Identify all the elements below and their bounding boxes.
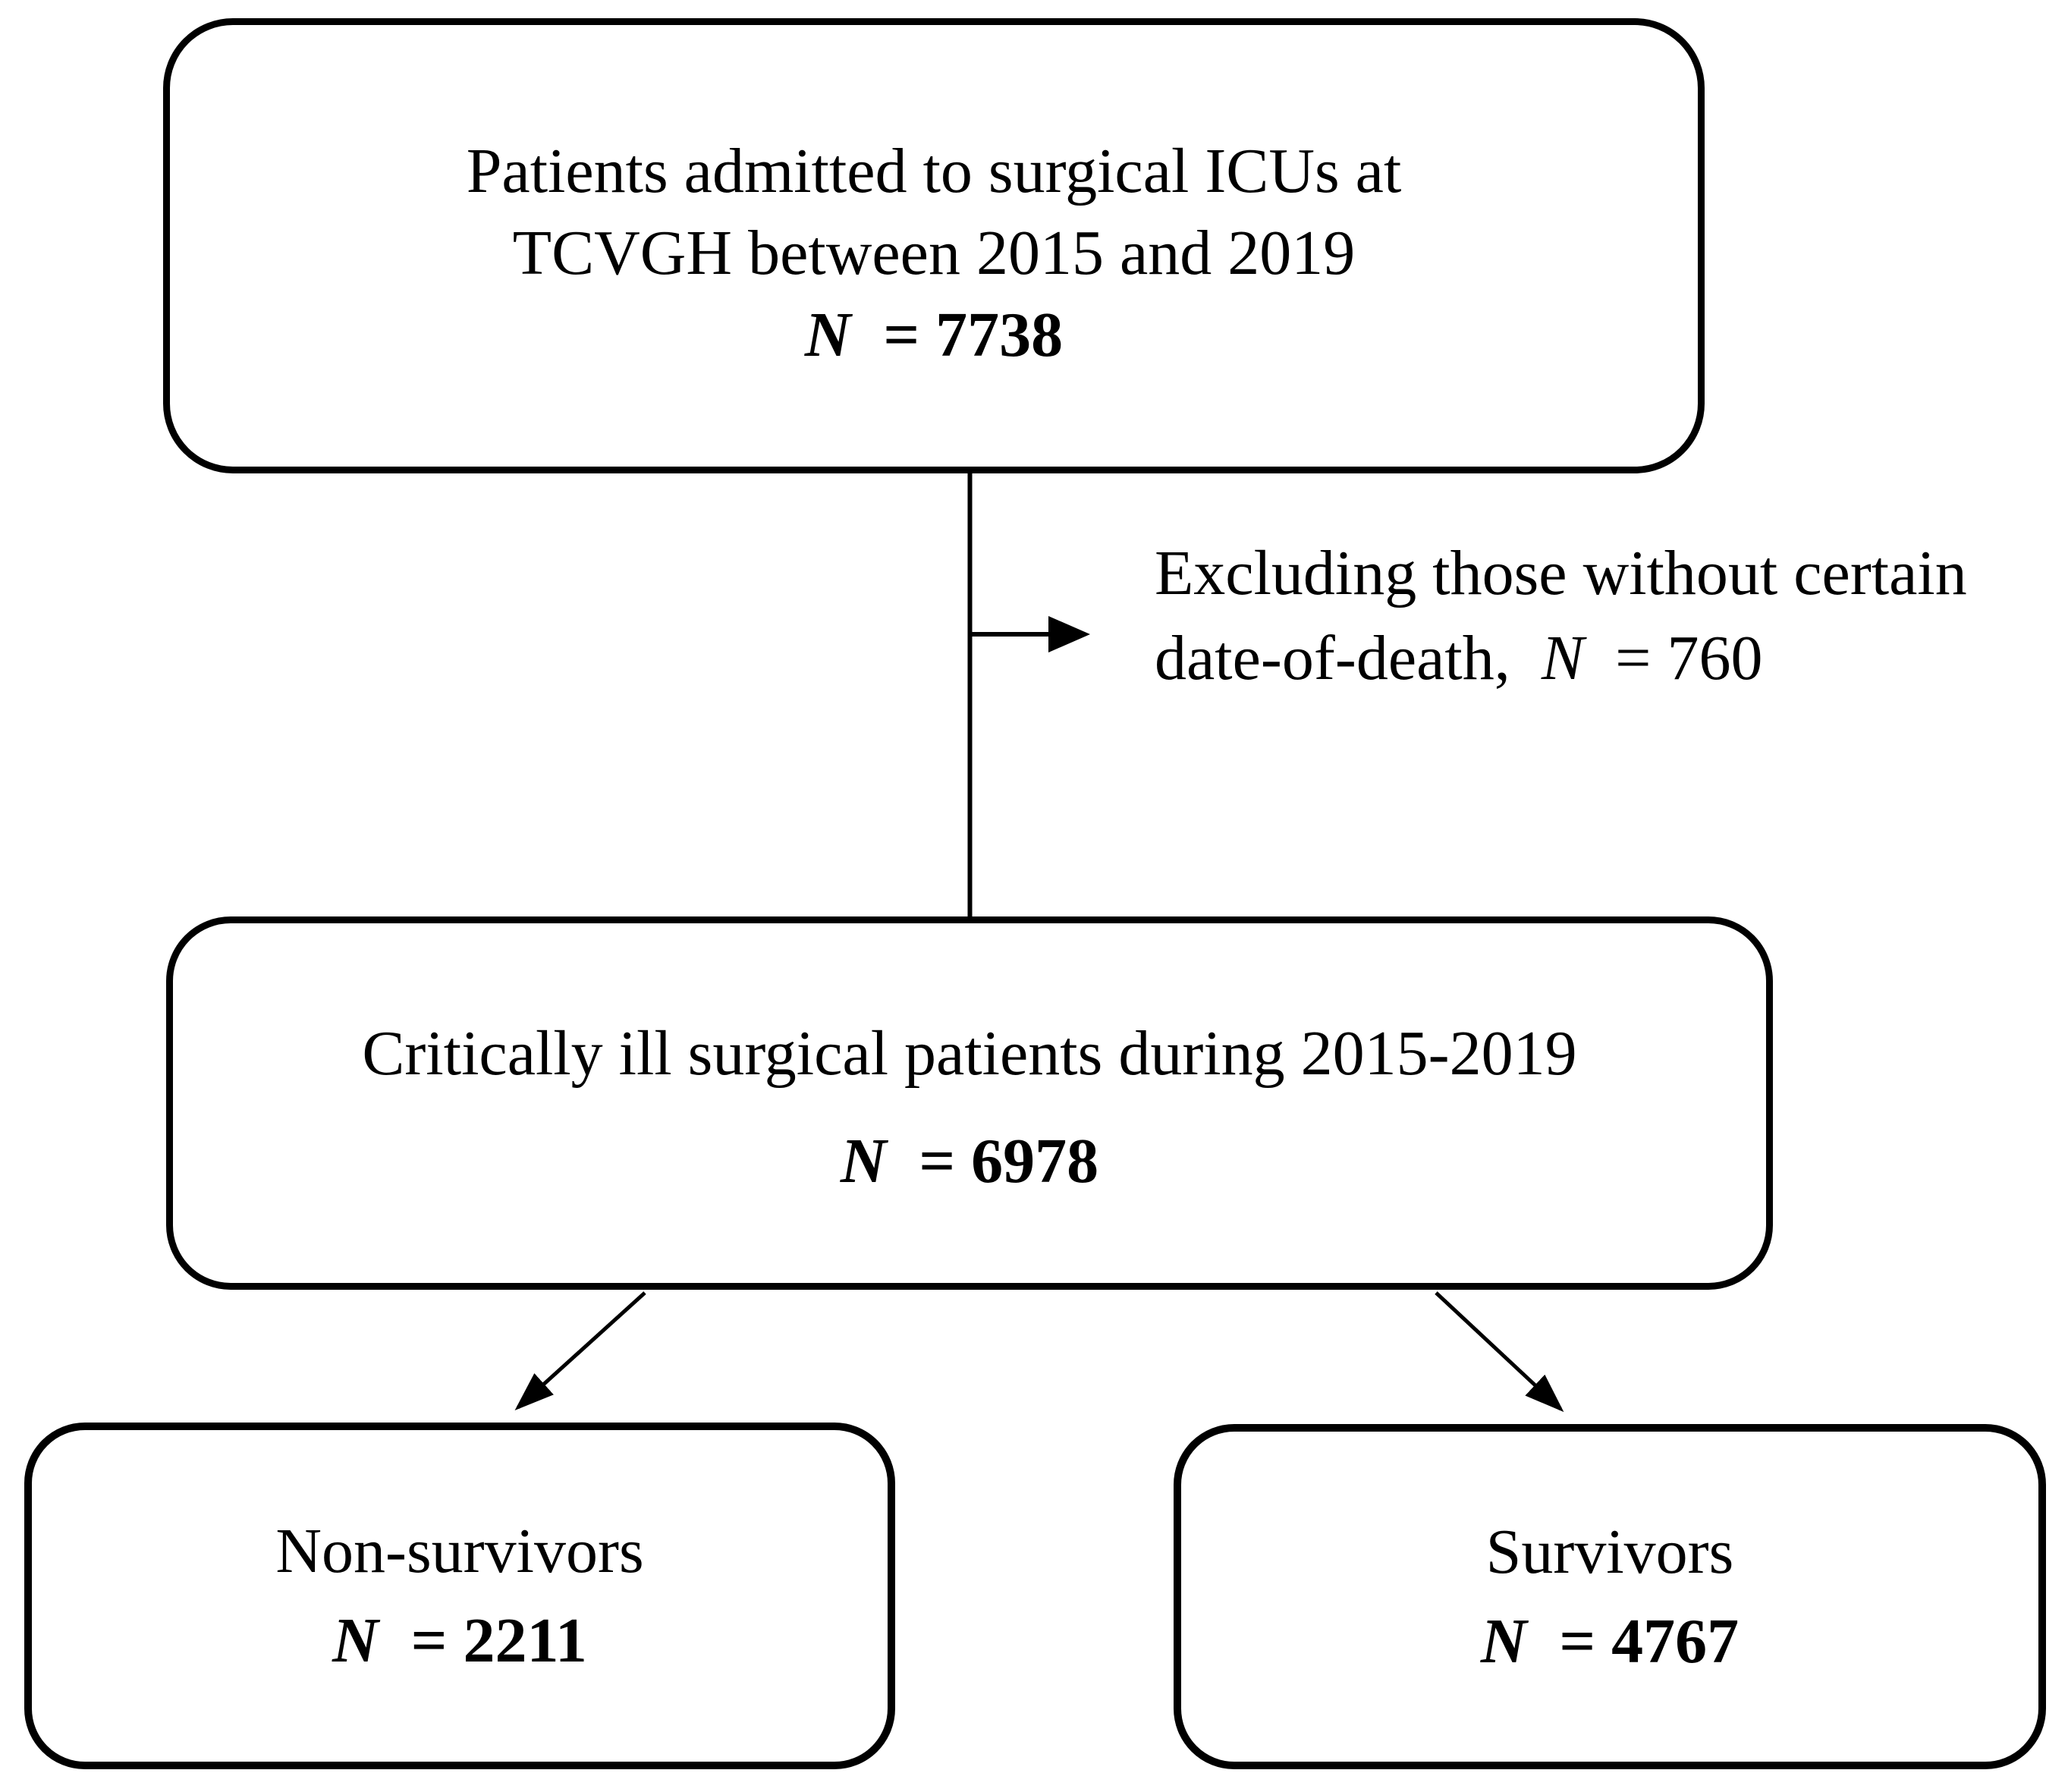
top-box-line1: Patients admitted to surgical ICUs at bbox=[466, 136, 1402, 206]
top-box-n-line: N = 7738 bbox=[805, 294, 1063, 376]
non-survivors-box-n-label: N bbox=[332, 1605, 379, 1676]
left-diagonal-arrow bbox=[514, 1291, 646, 1411]
right-diagonal-arrow bbox=[1435, 1291, 1564, 1413]
middle-box-line1: Critically ill surgical patients during … bbox=[362, 1018, 1577, 1089]
survivors-box-line1: Survivors bbox=[1485, 1516, 1734, 1587]
top-box-line2: TCVGH between 2015 and 2019 bbox=[512, 218, 1356, 288]
middle-box-n-value: = 6978 bbox=[919, 1126, 1099, 1196]
survivors-box-n-label: N bbox=[1480, 1605, 1527, 1677]
survivors-box-n-value: = 4767 bbox=[1559, 1605, 1740, 1677]
survivors-box-n-line: N = 4767 bbox=[1481, 1601, 1739, 1683]
middle-box-n-label: N bbox=[840, 1126, 887, 1196]
top-box-n-value: = 7738 bbox=[883, 300, 1064, 370]
non-survivors-box-n-value: = 2211 bbox=[410, 1605, 587, 1676]
top-box-n-label: N bbox=[804, 300, 851, 370]
middle-box-n-line: N = 6978 bbox=[841, 1121, 1098, 1203]
exclusion-note-line1: Excluding those without certain bbox=[1155, 538, 1967, 608]
exclusion-note-n-label: N bbox=[1541, 623, 1584, 693]
exclusion-note-line2-prefix: date-of-death, bbox=[1155, 623, 1510, 693]
exclusion-note: Excluding those without certain date-of-… bbox=[1155, 531, 1967, 701]
top-box: Patients admitted to surgical ICUs at TC… bbox=[163, 18, 1705, 473]
non-survivors-box: Non-survivors N = 2211 bbox=[24, 1423, 895, 1769]
non-survivors-box-line1: Non-survivors bbox=[275, 1515, 644, 1586]
middle-box: Critically ill surgical patients during … bbox=[166, 916, 1773, 1290]
exclusion-note-line2: date-of-death, N = 760 bbox=[1155, 616, 1967, 701]
non-survivors-box-n-line: N = 2211 bbox=[332, 1600, 587, 1682]
exclusion-note-n-value: = 760 bbox=[1615, 623, 1763, 693]
survivors-box: Survivors N = 4767 bbox=[1174, 1424, 2046, 1769]
